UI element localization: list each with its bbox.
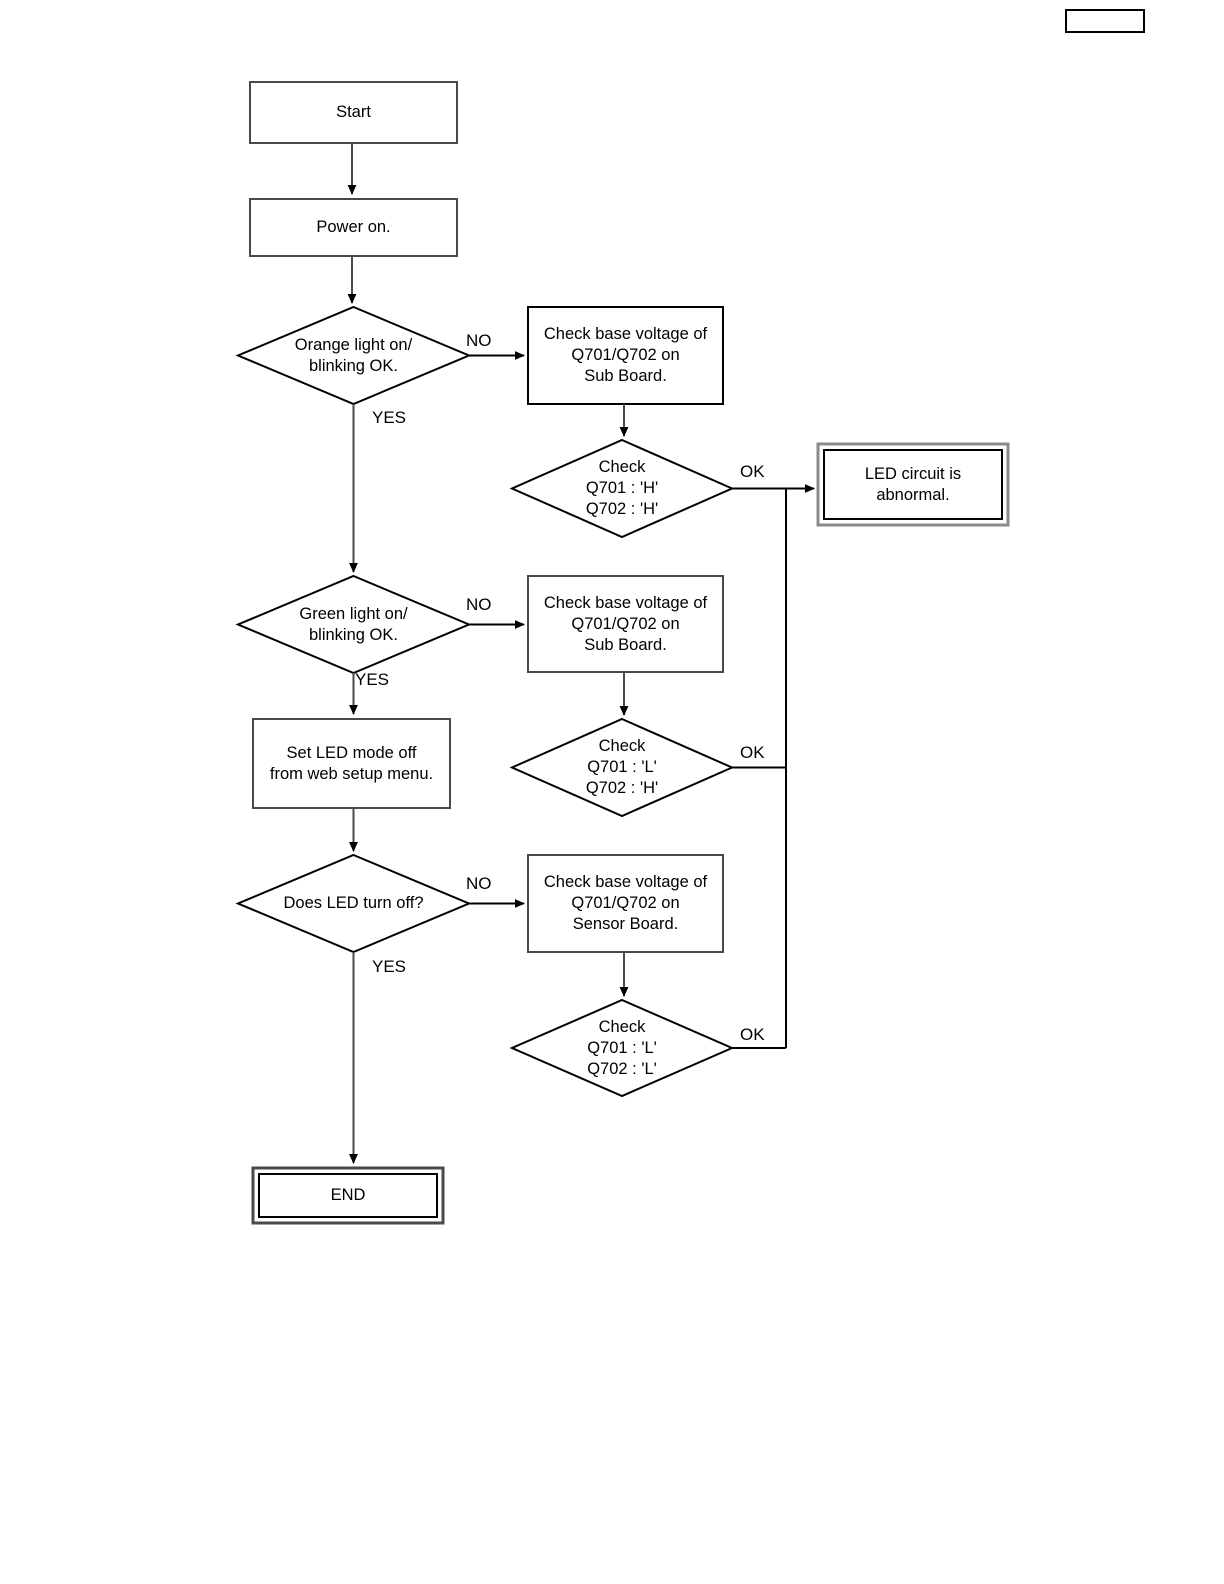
check-ll-diamond-shape — [509, 998, 735, 1098]
edge-label-ok-3: OK — [740, 1025, 765, 1044]
edge-label-no-1: NO — [466, 331, 492, 350]
led-abnormal-inner-shape — [823, 449, 1003, 520]
check-lh-diamond-shape — [509, 717, 735, 818]
start-box-shape — [249, 81, 458, 144]
check-hh-diamond-shape — [509, 438, 735, 539]
edge-label-yes-3: YES — [372, 957, 407, 976]
edge-label-no-2: NO — [466, 595, 492, 614]
check-sub-board-2-shape — [527, 575, 724, 673]
edge-label-ok-1: OK — [740, 462, 765, 481]
end-inner-shape — [258, 1173, 438, 1218]
green-light-diamond-shape — [235, 574, 472, 675]
header-box — [1065, 9, 1145, 33]
orange-light-diamond-shape — [235, 305, 472, 406]
power-on-box-shape — [249, 198, 458, 257]
set-led-mode-off-shape — [252, 718, 451, 809]
check-sub-board-1-shape — [527, 306, 724, 405]
edge-label-yes-1: YES — [372, 408, 407, 427]
check-sensor-board-shape — [527, 854, 724, 953]
does-led-turn-off-diamond-shape — [235, 853, 472, 954]
edge-label-ok-2: OK — [740, 743, 765, 762]
edge-label-no-3: NO — [466, 874, 492, 893]
edge-label-yes-2: YES — [355, 670, 390, 689]
